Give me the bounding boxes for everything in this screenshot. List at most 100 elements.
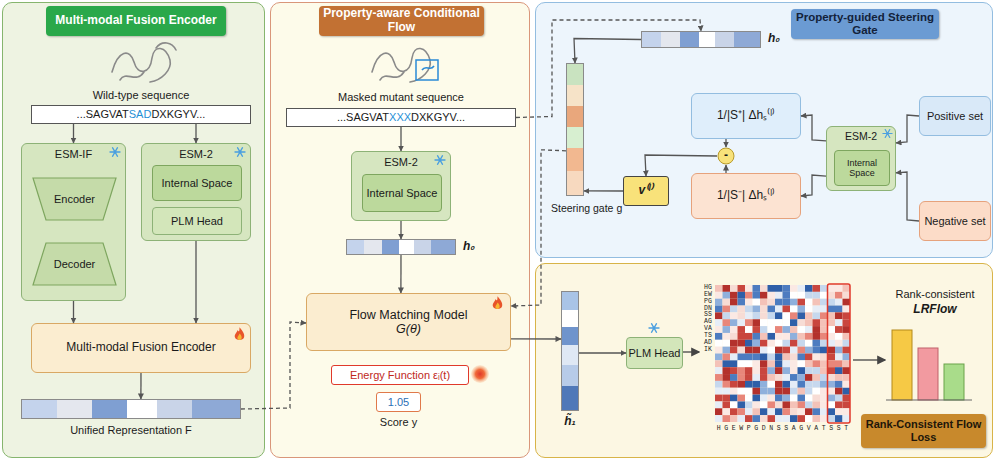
internal-space-box: Internal Space: [152, 165, 242, 201]
steering-vector-box: v⁽ˡ⁾: [623, 176, 669, 206]
node-text: Wild-type sequence: [32, 89, 250, 102]
node-text: ...SAGVAT: [337, 111, 389, 124]
node-text: Energy Function εᵢ(t): [350, 369, 450, 382]
positive-set-box: Positive set: [919, 96, 991, 136]
connector: [896, 172, 919, 221]
node-text: ESM-2: [142, 148, 250, 161]
connector: [400, 127, 401, 151]
sequence-box: Masked mutant sequence...SAGVATXXXDXKGYV…: [286, 108, 516, 127]
connector: [73, 301, 74, 323]
node-text: Property-aware Conditional Flow: [319, 6, 484, 36]
node-text: h₀: [768, 32, 780, 46]
trainable-icon: [493, 296, 503, 309]
connector: [400, 255, 401, 293]
node-text: Multi-modal Fusion Encoder: [46, 6, 226, 36]
arrow: [683, 351, 699, 352]
connector: [400, 221, 401, 239]
loss-symbol: LRFlow: [880, 303, 990, 317]
loss-label: Rank-consistent: [880, 288, 990, 301]
node-text: Internal Space: [835, 158, 889, 179]
node-text: G(θ): [396, 322, 421, 336]
subtract-circle: -: [717, 147, 735, 165]
node-text: h₀: [463, 240, 475, 254]
model-box: ESM-2Internal SpacePLM Head: [141, 143, 251, 241]
model-box: ESM-IF EncoderDecoder: [21, 143, 126, 301]
node-text: 1/|S⁺| Δhₛ⁽ˡ⁾: [717, 109, 775, 123]
node-text: 1/|S⁻| Δhₛ⁽ˡ⁾: [717, 189, 775, 203]
axis-labels: HGEWPGDNSSAGVATSST: [715, 425, 857, 433]
node-text: Unified Representation F: [12, 424, 250, 437]
node-text: Internal Space: [162, 177, 233, 190]
node-text: Flow Matching Model: [349, 308, 467, 322]
panel: Multi-modal Fusion EncoderWild-type sequ…: [2, 2, 265, 458]
frozen-icon: [110, 148, 120, 157]
connector: [801, 175, 826, 196]
logit-heatmap: [715, 285, 850, 422]
encoder-trapezoid: Encoder: [32, 177, 117, 221]
frozen-icon: [235, 148, 245, 157]
fusion-encoder-box: Multi-modal Fusion Encoder: [31, 323, 251, 373]
connector: [801, 115, 826, 141]
rank-bars: [886, 330, 972, 400]
model-box: ESM-2Internal Space: [351, 151, 451, 221]
node-text: Masked mutant sequence: [287, 91, 515, 104]
node-text: SAD: [129, 108, 152, 121]
mutant-columns-box: [828, 284, 851, 423]
model-box: ESM-2Internal Space: [826, 126, 896, 191]
connector: [516, 20, 701, 118]
plm-head-box: PLM Head: [152, 207, 242, 235]
connector: [584, 190, 623, 191]
node-text: DXKGYV...: [151, 108, 205, 121]
representation-bar: h₀: [641, 31, 761, 48]
node-text: h̃₁: [552, 415, 588, 429]
connector: [725, 139, 726, 147]
node-text: Negative set: [924, 215, 985, 228]
flow-model-box: Flow Matching ModelG(θ): [306, 293, 511, 351]
node-text: v⁽ˡ⁾: [639, 184, 654, 198]
axis-labels: HGEWPGDNSSAGVATSADIK: [704, 285, 712, 353]
node-text: ESM-2: [352, 156, 450, 169]
node-text: 1.05: [388, 396, 409, 409]
node-text: Property-guided Steering Gate: [791, 9, 939, 39]
mask-highlight: [416, 60, 438, 80]
connector: [511, 150, 566, 306]
connector: [140, 373, 141, 399]
output-bar: h̃₁: [561, 291, 579, 411]
energy-glow: [471, 365, 489, 383]
frozen-icon: [435, 156, 445, 165]
node-text: Multi-modal Fusion Encoder: [66, 341, 215, 355]
panel: Property-guided Steering Gate h₀ Steering …: [535, 2, 993, 258]
node-text: Internal Space: [367, 187, 438, 200]
connector: [725, 165, 726, 173]
decoder-trapezoid: Decoder: [32, 242, 117, 286]
internal-space-box: Internal Space: [834, 150, 890, 186]
node-text: Positive set: [927, 110, 983, 123]
node-text: ESM-IF: [22, 148, 125, 161]
node-text: PLM Head: [171, 215, 223, 228]
representation-bar: h₀: [346, 239, 456, 255]
plm-head-box: PLM Head: [626, 337, 683, 369]
connector: [195, 124, 196, 143]
connector: [195, 241, 196, 323]
steering-gate-bar: Steering gate g: [566, 63, 584, 196]
node-text: XXX: [389, 111, 411, 124]
frozen-icon: [649, 324, 659, 333]
node-text: -: [724, 149, 728, 163]
node-text: PLM Head: [629, 347, 681, 360]
energy-box: Energy Function εᵢ(t): [331, 365, 469, 385]
positive-mean-box: 1/|S⁺| Δhₛ⁽ˡ⁾: [691, 93, 801, 139]
masked-region: [422, 66, 434, 70]
node-text: Encoder: [54, 193, 95, 206]
trainable-icon: [235, 327, 245, 340]
negative-set-box: Negative set: [919, 201, 991, 241]
representation-bar: Unified Representation F: [21, 399, 241, 419]
connector: [73, 124, 74, 143]
connector: [645, 155, 717, 176]
internal-space-box: Internal Space: [362, 174, 442, 212]
node-text: DXKGYV...: [411, 111, 465, 124]
connector: [896, 115, 919, 143]
node-text: Score y: [357, 416, 440, 429]
node-text: ...SAGVAT: [77, 108, 129, 121]
